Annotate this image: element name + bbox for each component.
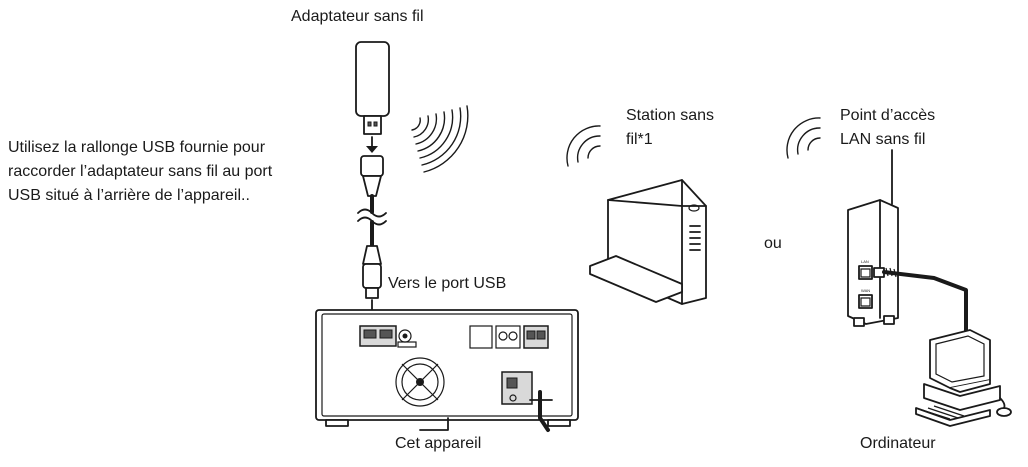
- wan-port-label: WAN: [861, 288, 870, 293]
- device-label: Cet appareil: [395, 435, 482, 452]
- access-point: [847, 149, 899, 327]
- station-signal-waves-icon: [566, 125, 601, 167]
- device-rear-panel: [315, 309, 579, 432]
- lan-port-label: LAN: [861, 259, 869, 264]
- adapter-label: Adaptateur sans fil: [291, 8, 424, 25]
- lan-cable: [873, 267, 968, 338]
- computer-label: Ordinateur: [860, 435, 936, 452]
- or-label: ou: [764, 235, 782, 252]
- usb-extension-cable: [357, 155, 387, 299]
- usb-port-label: Vers le port USB: [388, 275, 507, 292]
- access-point-signal-waves-icon: [786, 117, 821, 159]
- access-point-label: Point d’accès LAN sans fil: [840, 107, 936, 148]
- computer: [915, 329, 1012, 427]
- adapter-signal-waves-icon: [411, 105, 469, 173]
- instruction-text: Utilisez la rallonge USB fournie pour ra…: [8, 139, 273, 204]
- down-arrow-icon: [366, 136, 378, 153]
- station-label: Station sans fil*1: [626, 107, 715, 148]
- wireless-adapter: [355, 41, 390, 135]
- wireless-station: [589, 179, 707, 305]
